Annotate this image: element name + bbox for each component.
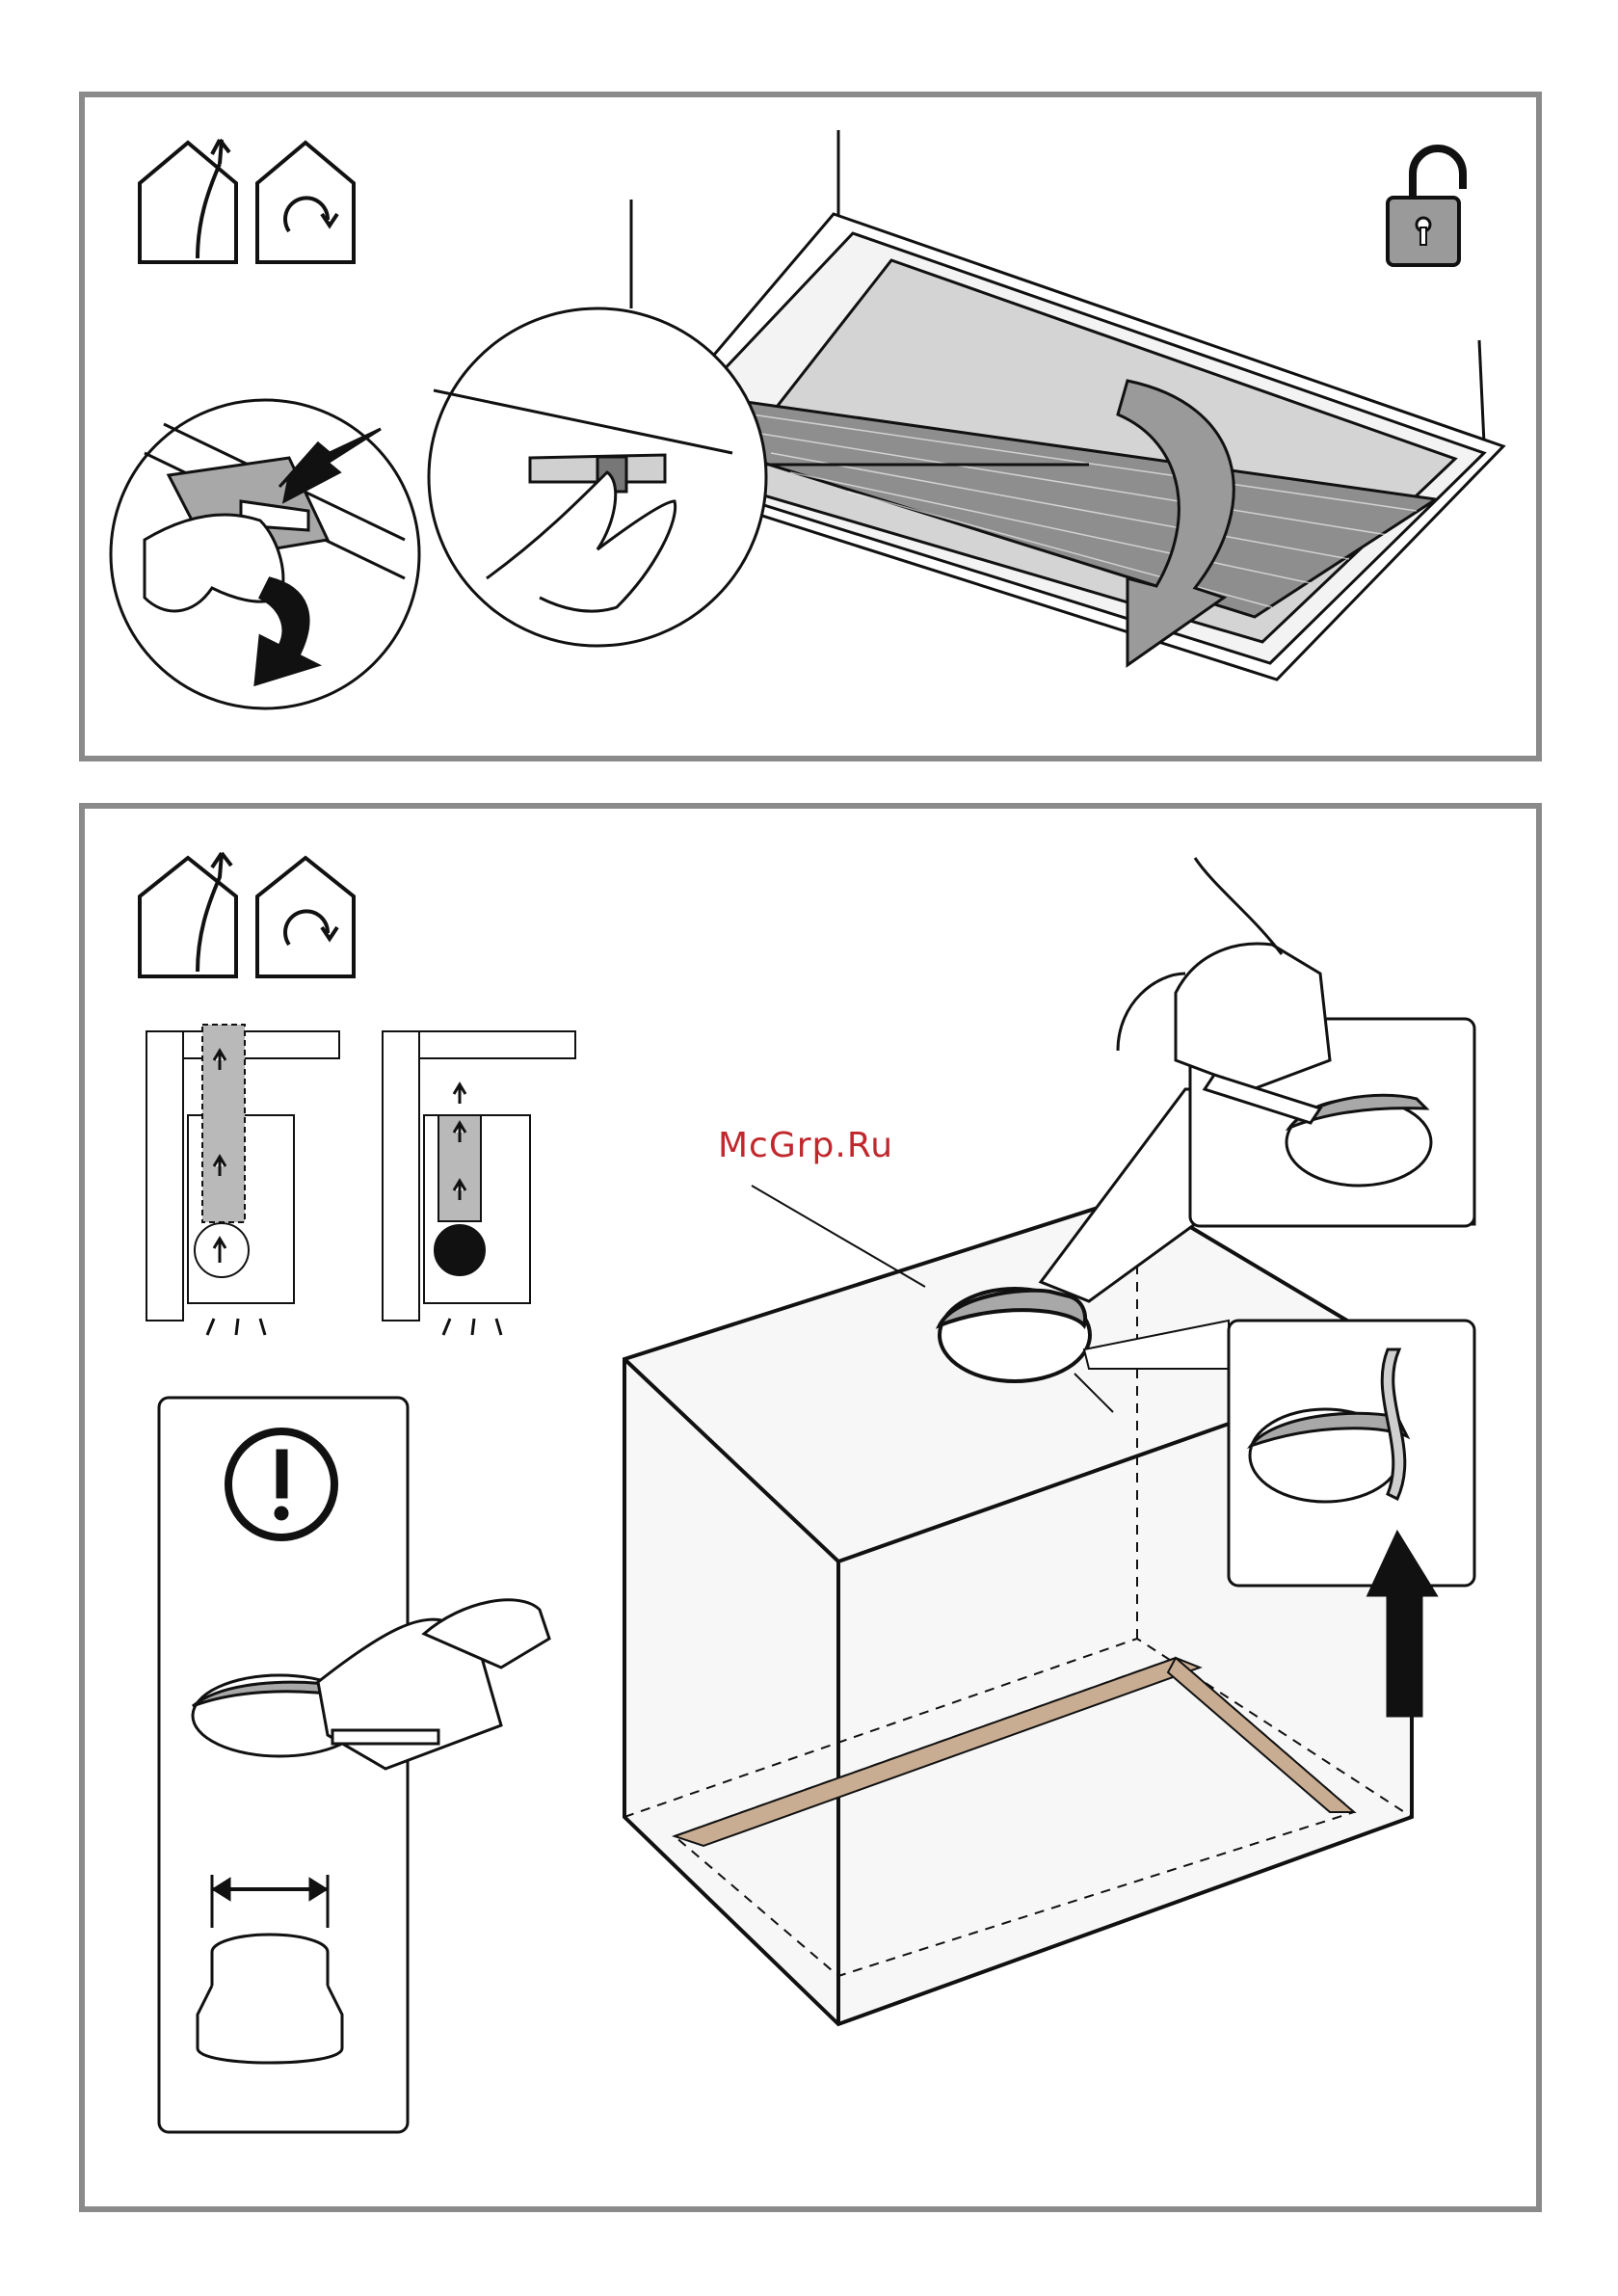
ducted-installation-diagram xyxy=(146,1025,339,1335)
house-recirculation-icon xyxy=(257,858,354,976)
cabinet-box xyxy=(624,1186,1412,2024)
house-extraction-icon xyxy=(140,853,236,976)
jigsaw-inset xyxy=(1041,858,1474,1301)
warning-box xyxy=(159,1398,549,2132)
recirculation-installation-diagram xyxy=(383,1031,575,1335)
watermark-text: McGrp.Ru xyxy=(718,1126,893,1165)
